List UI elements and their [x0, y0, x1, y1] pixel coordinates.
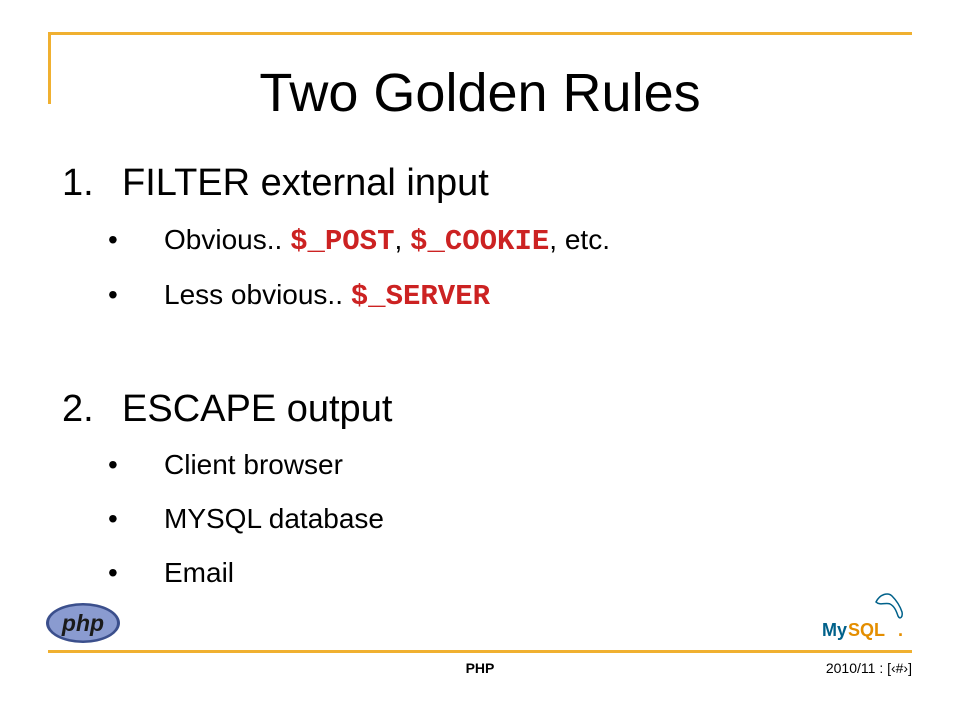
sub-item-mysql-database: • MYSQL database: [108, 501, 384, 537]
footer-page-info: 2010/11 : [‹#›]: [825, 660, 912, 676]
sub-item-prefix: Obvious..: [164, 224, 291, 255]
code-server: $_SERVER: [350, 280, 491, 313]
mysql-logo-my: My: [822, 620, 847, 640]
list-item-text: FILTER external input: [122, 162, 489, 204]
separator: ,: [394, 224, 411, 255]
bullet: •: [108, 503, 118, 534]
sub-item-less-obvious: • Less obvious.. $_SERVER: [108, 277, 490, 315]
bullet: •: [108, 224, 118, 255]
mysql-logo-sql: SQL: [848, 620, 885, 640]
bullet: •: [108, 557, 118, 588]
sub-item-text: Client browser: [164, 449, 343, 480]
dolphin-icon: [875, 593, 903, 619]
sub-item-text: Email: [164, 557, 235, 588]
mysql-logo: My SQL .: [822, 593, 903, 640]
php-logo-inner: [49, 605, 117, 641]
slide-title: Two Golden Rules: [259, 63, 701, 123]
list-number: 1.: [62, 162, 94, 204]
sub-item-text: MYSQL database: [164, 503, 384, 534]
code-cookie: $_COOKIE: [410, 225, 550, 258]
php-logo-text: php: [61, 610, 104, 636]
bullet: •: [108, 279, 118, 310]
sub-item-email: • Email: [108, 555, 234, 591]
code-post: $_POST: [290, 225, 395, 258]
list-item-filter: 1. FILTER external input: [62, 160, 489, 206]
bullet: •: [108, 449, 118, 480]
mysql-logo-dot: .: [898, 620, 903, 640]
footer-center-label: PHP: [465, 660, 495, 676]
sub-item-suffix: , etc.: [549, 224, 610, 255]
list-item-text: ESCAPE output: [122, 388, 393, 430]
frame-left-line: [48, 32, 51, 104]
php-logo: php: [46, 603, 120, 643]
sub-item-prefix: Less obvious..: [164, 279, 351, 310]
frame-top-line: [48, 32, 912, 35]
sub-item-obvious: • Obvious.. $_POST, $_COOKIE, etc.: [108, 222, 610, 260]
frame-bottom-line: [48, 650, 912, 653]
list-item-escape: 2. ESCAPE output: [62, 386, 392, 432]
sub-item-client-browser: • Client browser: [108, 447, 343, 483]
list-number: 2.: [62, 388, 94, 430]
